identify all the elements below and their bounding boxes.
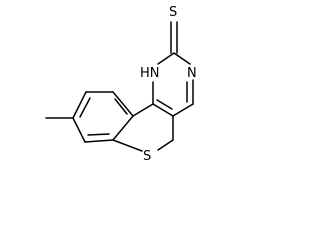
thione-sulfur-label: S [169,5,177,20]
benzene-bond-3 [84,139,114,143]
ring-sulfur-label: S [143,149,151,164]
benzene-inner-3 [79,97,91,118]
benzene-bond-1 [112,91,134,117]
bond-lines [45,21,194,152]
bond-s-ar [112,139,143,152]
ring-nh-label: HN [140,66,160,81]
bond-c2-n1 [157,52,175,65]
ring-n-label: N [187,66,197,81]
benzene-bond-4 [72,117,86,143]
molecule-structure: S HN N S [45,5,197,164]
bond-ar-junction [132,103,154,117]
bond-c4a-c10b-inner [156,99,173,110]
bond-ch2-s [157,139,174,151]
benzene-inner-2 [87,133,110,136]
bond-c2-n3 [173,52,191,65]
benzene-inner-1 [114,98,128,115]
structure-diagram: S HN N S [45,5,197,164]
benzene-bond-2 [112,115,134,141]
bond-c4a-c10b [152,103,174,117]
benzene-bond-5 [72,91,87,119]
bond-c4-c4a [172,103,194,117]
